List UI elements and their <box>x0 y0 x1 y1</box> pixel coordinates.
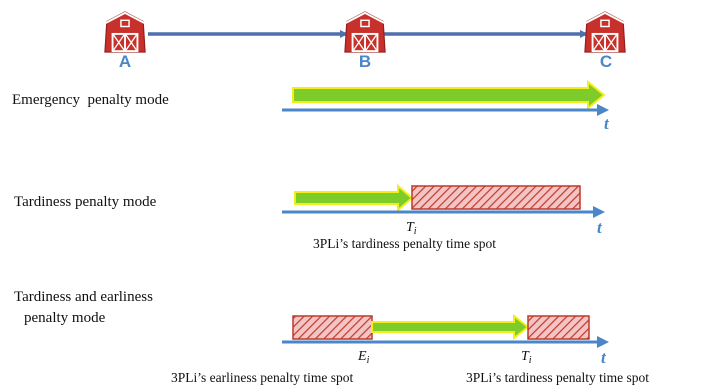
mode-title: Emergency penalty mode <box>12 92 169 108</box>
axis-label-t: t <box>601 348 607 367</box>
green-delivery-arrow <box>294 183 414 213</box>
tardiness-mode: Tardiness penalty mode t Ti 3PLi’s tardi… <box>14 183 605 251</box>
earliness-time-label: Ei <box>357 349 370 366</box>
mode-title: Tardiness penalty mode <box>14 194 157 210</box>
barn-icon <box>343 10 387 54</box>
green-delivery-arrow <box>371 313 530 341</box>
tardiness-penalty-zone <box>411 185 581 210</box>
earliness-penalty-zone <box>292 315 373 340</box>
station-label-b: B <box>359 52 371 71</box>
tardiness-caption: 3PLi’s tardiness penalty time spot <box>313 236 496 251</box>
station-label-c: C <box>600 52 612 71</box>
tardiness-time-label: Ti <box>521 349 532 366</box>
tardiness-penalty-zone <box>527 315 590 340</box>
mode-title-line1: Tardiness and earliness <box>14 289 153 305</box>
emergency-mode: Emergency penalty mode t <box>12 79 610 133</box>
barn-icon <box>583 10 627 54</box>
axis-label-t: t <box>604 114 610 133</box>
route: A B C <box>103 10 627 71</box>
earliness-caption: 3PLi’s earliness penalty time spot <box>171 370 353 385</box>
barn-icon <box>103 10 147 54</box>
mode-title-line2: penalty mode <box>24 310 106 326</box>
tardiness-time-label: Ti <box>406 220 417 237</box>
station-label-a: A <box>119 52 131 71</box>
tardiness-caption: 3PLi’s tardiness penalty time spot <box>466 370 649 385</box>
tardiness-earliness-mode: Tardiness and earliness penalty mode t E… <box>14 289 649 385</box>
axis-label-t: t <box>597 218 603 237</box>
green-delivery-arrow <box>292 79 606 111</box>
